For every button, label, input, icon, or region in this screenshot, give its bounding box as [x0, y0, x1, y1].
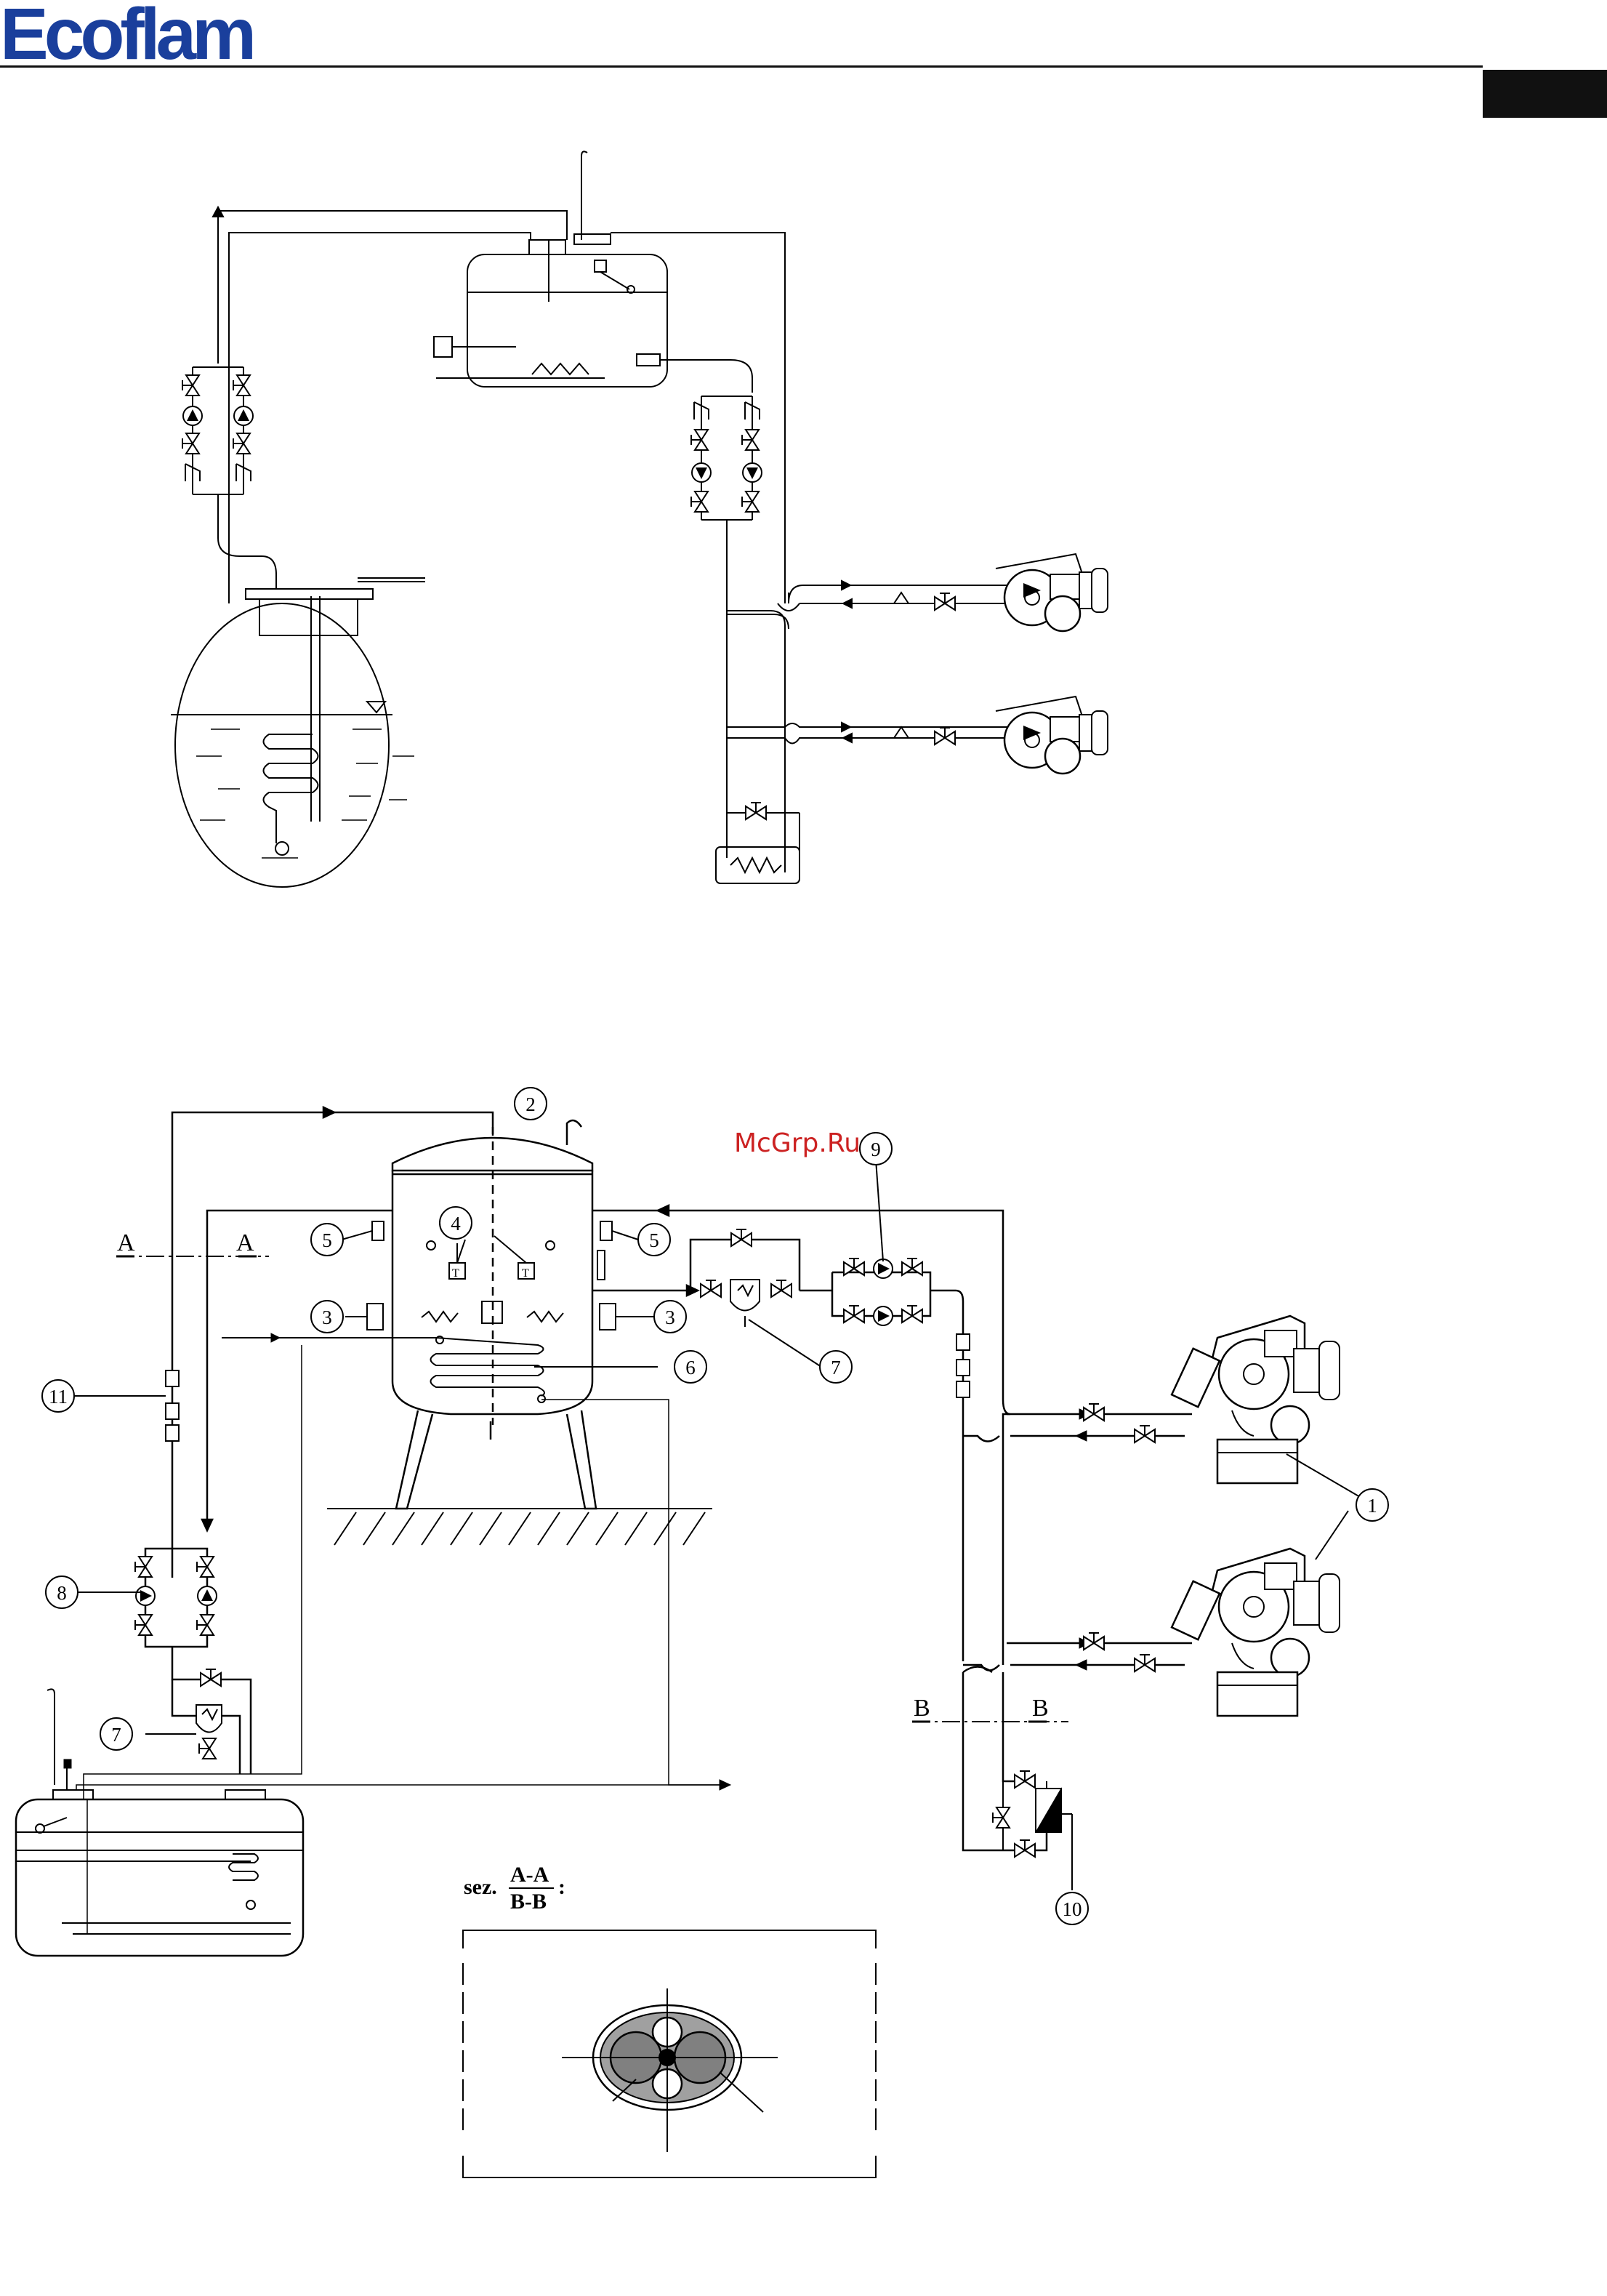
- callout-5-right: 5: [649, 1229, 659, 1251]
- callout-2: 2: [525, 1093, 536, 1115]
- callout-3-left: 3: [322, 1306, 332, 1328]
- callout-7-right: 7: [831, 1357, 841, 1378]
- section-mark-a-right: A: [236, 1229, 254, 1256]
- top-diagram: [171, 151, 1010, 887]
- callout-3-right: 3: [665, 1306, 675, 1328]
- bottom-burners: [1172, 1316, 1340, 1716]
- section-mark-b-left: B: [914, 1695, 930, 1722]
- callout-6: 6: [685, 1357, 696, 1378]
- storage-tank: [175, 603, 389, 887]
- filter-7-right: [730, 1280, 760, 1327]
- callouts: [73, 1105, 1374, 1890]
- callout-8: 8: [57, 1582, 67, 1604]
- callout-9: 9: [871, 1139, 881, 1160]
- callout-7-left: 7: [111, 1724, 121, 1746]
- day-tank: [467, 254, 667, 387]
- bottom-valves: [135, 1229, 1155, 1857]
- top-burners: [996, 554, 1108, 774]
- callout-5-left: 5: [322, 1229, 332, 1251]
- bottom-diagram: [16, 1107, 1192, 1956]
- heat-trace-markers: [166, 1334, 970, 1441]
- callout-1: 1: [1367, 1495, 1377, 1517]
- filter-7-left: [196, 1705, 222, 1759]
- thermostat-label-left: T: [452, 1267, 459, 1280]
- section-prefix: sez.: [464, 1875, 497, 1899]
- section-denominator: B-B: [510, 1890, 547, 1914]
- bottom-storage-tank: [16, 1799, 303, 1956]
- section-suffix: :: [558, 1875, 565, 1899]
- section-numerator: A-A: [510, 1863, 549, 1887]
- pressure-regulator: [716, 847, 800, 883]
- section-mark-a-left: A: [117, 1229, 135, 1256]
- section-mark-b-right: B: [1032, 1695, 1049, 1722]
- callout-4: 4: [451, 1213, 461, 1235]
- callout-11: 11: [49, 1386, 68, 1408]
- section-detail: sez. A-A B-B :: [463, 1863, 876, 2177]
- thermostat-label-right: T: [522, 1267, 529, 1280]
- top-valves: [182, 375, 955, 819]
- callout-10: 10: [1063, 1898, 1082, 1920]
